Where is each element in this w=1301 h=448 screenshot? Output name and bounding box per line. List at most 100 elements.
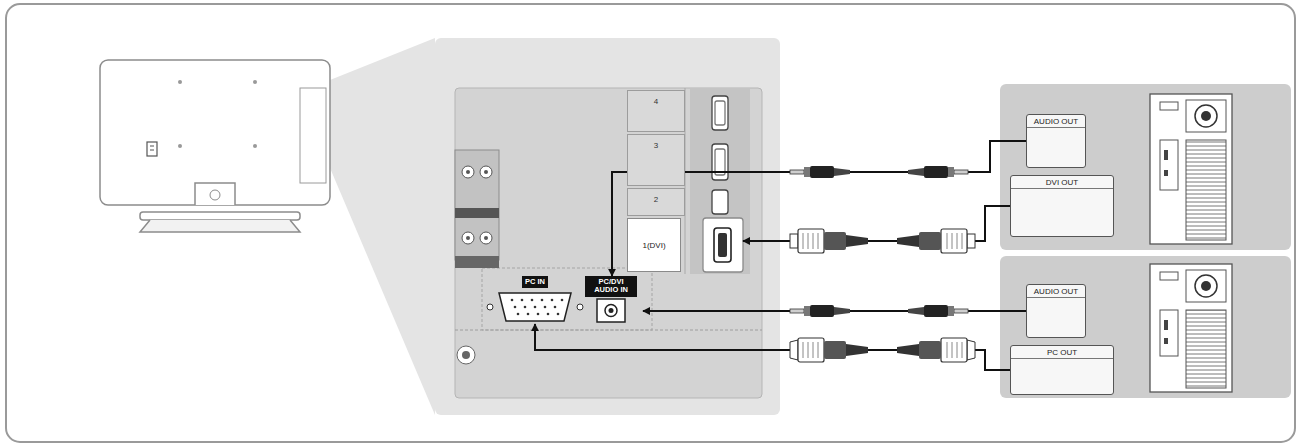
hdmi-ports [712,190,728,214]
port-label: 3 [628,135,684,150]
plug-part [846,344,868,356]
tv-ports [511,299,514,302]
plug-part [897,344,919,356]
port-label: AUDIO OUT [1027,115,1085,128]
tv-ports [527,313,530,316]
zoom-panel [455,88,762,398]
component-jacks [484,236,488,240]
vga-plug [790,338,868,362]
pc-tower [1150,264,1232,392]
component-jacks [455,150,499,260]
tv-ports [511,299,564,316]
plug-part [818,342,819,358]
pc-out-port: PC OUT [1010,345,1114,395]
plug-part [947,342,948,358]
tv-ports [605,305,617,317]
component-jacks [455,208,499,218]
component-jacks [480,232,492,244]
plug-part [952,233,953,249]
pc-tower [1201,281,1211,291]
hdmi-label: 2 [627,188,685,216]
tv-ports [554,306,557,309]
tv-ports [561,299,564,302]
component-jacks [466,236,470,240]
dvi-plug [790,229,868,253]
port-label: 1(DVI) [642,241,665,250]
hdmi-ports [703,96,743,272]
tv-ports [521,299,524,302]
audio-out-port: AUDIO OUT [1026,114,1086,168]
pc-tower [1195,275,1217,297]
tv-back [147,142,157,156]
tv-back [100,38,435,415]
component-jacks [462,166,474,178]
plug-part [818,233,819,249]
hdmi-ports [714,228,731,262]
plug-part [803,342,804,358]
pc-tower [1186,270,1226,302]
plug-part [798,338,824,362]
tv-ports [534,306,537,309]
zoom-panel [482,268,652,330]
plug-part [967,234,975,248]
audio-plug [790,305,850,317]
plug-part [941,338,967,362]
component-jacks [480,166,492,178]
tv-ports [487,304,493,310]
plug-part [962,342,963,358]
tv-back [195,183,235,205]
tv-back [253,144,257,148]
plug-part [957,342,958,358]
zoom-panel [690,88,750,274]
plug-part [952,342,953,358]
plug-part [790,340,798,360]
zoom-panel [435,38,780,415]
tv-back [100,60,330,205]
plug-part [924,166,948,178]
pc-tower [1186,100,1226,132]
pc-tower [1195,105,1217,127]
port-label: PC IN [522,276,548,288]
port-label: 2 [628,189,684,204]
port-label: PC OUT [1011,346,1113,359]
plug-part [810,166,834,178]
plug-part [908,307,924,315]
plug-part [790,309,804,313]
tv-ports [547,313,550,316]
plug-part [790,170,804,174]
component-jacks [462,351,470,359]
plug-part [941,229,967,253]
pc-tower [1160,272,1178,280]
tv-back [300,88,326,183]
plug-part [824,341,846,359]
pc-tower [1160,310,1178,356]
pc-tower [1164,170,1168,176]
tv-ports [524,306,527,309]
hdmi-label: 4 [627,90,685,132]
component-jacks [466,170,470,174]
pc-tower [1164,320,1168,330]
vga-plug [897,338,975,362]
component-jacks [457,346,475,364]
tv-back [178,80,182,84]
port-label: 4 [628,91,684,106]
dvi-plug [897,229,975,253]
pc-tower [1150,94,1232,244]
zoom-panel [435,38,780,415]
port-label-box: 1(DVI) [627,218,681,272]
tv-ports [557,313,560,316]
plug-part [808,342,809,358]
component-jacks [455,150,499,364]
tv-ports [609,308,614,313]
pc-tower [1150,264,1232,392]
port-label: AUDIO OUT [1027,285,1085,298]
hdmi-dvi-port: 1(DVI) [627,218,743,272]
tv-back [253,80,257,84]
pc-tower [1201,111,1211,121]
hdmi-label: 3 [627,134,685,186]
tv-back [140,220,300,232]
hdmi-ports [712,96,728,130]
pc-tower [1186,140,1226,240]
plug-part [908,168,924,176]
